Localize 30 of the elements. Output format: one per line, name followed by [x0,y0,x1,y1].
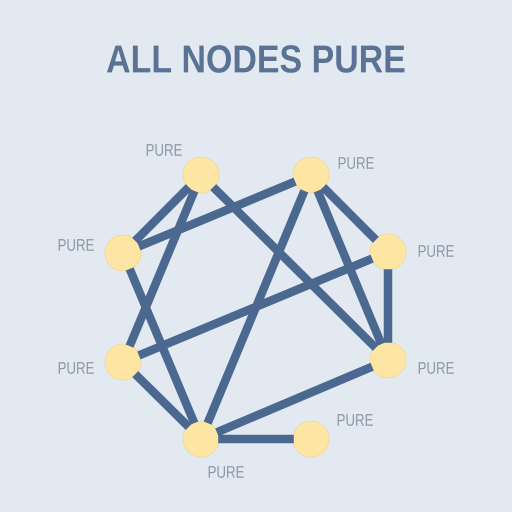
node-label: PURE [338,157,374,169]
connector [132,184,192,244]
connector [126,189,198,348]
connector [384,269,392,343]
circle-node [292,156,330,194]
connector [320,184,379,243]
node-label: PURE [418,245,454,257]
connector [126,267,198,425]
circle-node [182,156,220,194]
node-label: PURE [58,362,94,374]
connector [218,434,294,444]
connector [314,189,386,346]
node-label: PURE [58,239,94,251]
circle-node [370,234,406,270]
circle-node [182,420,220,458]
connector [215,362,374,436]
title: ALL NODES PURE [106,45,404,73]
connector [137,254,374,360]
circle-node [104,234,142,272]
node-label: PURE [338,414,373,426]
circle-node [292,420,330,458]
node-label: PURE [146,144,182,156]
circle-node [104,344,142,380]
connector [137,178,297,250]
connector [204,189,308,425]
node-label: PURE [208,466,244,478]
circle-node [370,342,406,378]
connector [132,371,192,430]
connector [210,184,379,351]
node-label: PURE [418,362,454,374]
